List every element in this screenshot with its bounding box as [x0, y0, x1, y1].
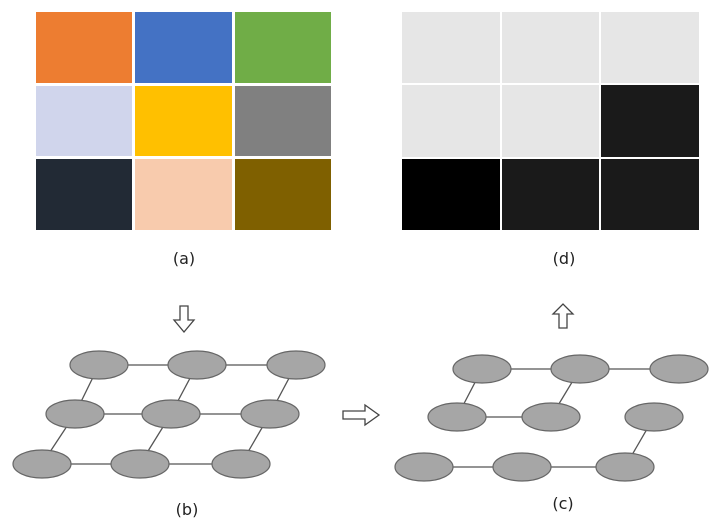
grayscale-grid-d: [402, 12, 699, 230]
graph-c-node-c12: [550, 354, 610, 384]
grid-d-cell-4: [402, 85, 500, 157]
grid-d-cell-2: [501, 12, 600, 84]
caption-b: (b): [175, 500, 199, 519]
graph-b-node-b13: [266, 350, 326, 380]
grid-a-cell-9: [234, 159, 331, 230]
graph-b-node-b12: [167, 350, 227, 380]
grid-d-cell-5: [501, 85, 600, 157]
grid-a-cell-5: [135, 85, 232, 157]
graph-c-node-c23: [624, 402, 684, 432]
graph-c-node-c22: [521, 402, 581, 432]
grid-a-cell-1: [36, 12, 133, 83]
grid-a-cell-7: [36, 159, 133, 230]
grid-a-cell-4: [36, 85, 133, 157]
grid-a-cell-8: [135, 159, 232, 230]
grid-a-cell-6: [234, 85, 331, 157]
grid-a-cell-2: [135, 12, 232, 83]
color-grid-a: [36, 12, 331, 230]
graph-c-node-c33: [595, 452, 655, 482]
graph-b-node-b21: [45, 399, 105, 429]
caption-d: (d): [552, 249, 576, 268]
graph-b-node-b11: [69, 350, 129, 380]
graph-b-node-b32: [110, 449, 170, 479]
down-arrow-icon: [172, 305, 196, 334]
right-arrow-icon: [342, 403, 381, 427]
graph-c-node-c13: [649, 354, 709, 384]
grid-d-cell-8: [501, 158, 600, 230]
graph-b-node-b22: [141, 399, 201, 429]
graph-b-nodes: [12, 350, 326, 479]
grid-a-cell-3: [234, 12, 331, 83]
up-arrow-icon: [551, 303, 575, 329]
graph-c-nodes: [394, 354, 709, 482]
graph-c-node-c31: [394, 452, 454, 482]
grid-d-cell-7: [402, 158, 500, 230]
graph-c-node-c11: [452, 354, 512, 384]
grid-d-cell-6: [601, 85, 699, 157]
graph-b-node-b31: [12, 449, 72, 479]
graph-b-node-b33: [211, 449, 271, 479]
graph-b-node-b23: [240, 399, 300, 429]
caption-c: (c): [552, 494, 574, 513]
grid-d-cell-9: [601, 158, 699, 230]
graph-c-node-c32: [492, 452, 552, 482]
caption-a: (a): [172, 249, 196, 268]
grid-d-cell-3: [601, 12, 699, 84]
graph-c-node-c21: [427, 402, 487, 432]
grid-d-cell-1: [402, 12, 500, 84]
